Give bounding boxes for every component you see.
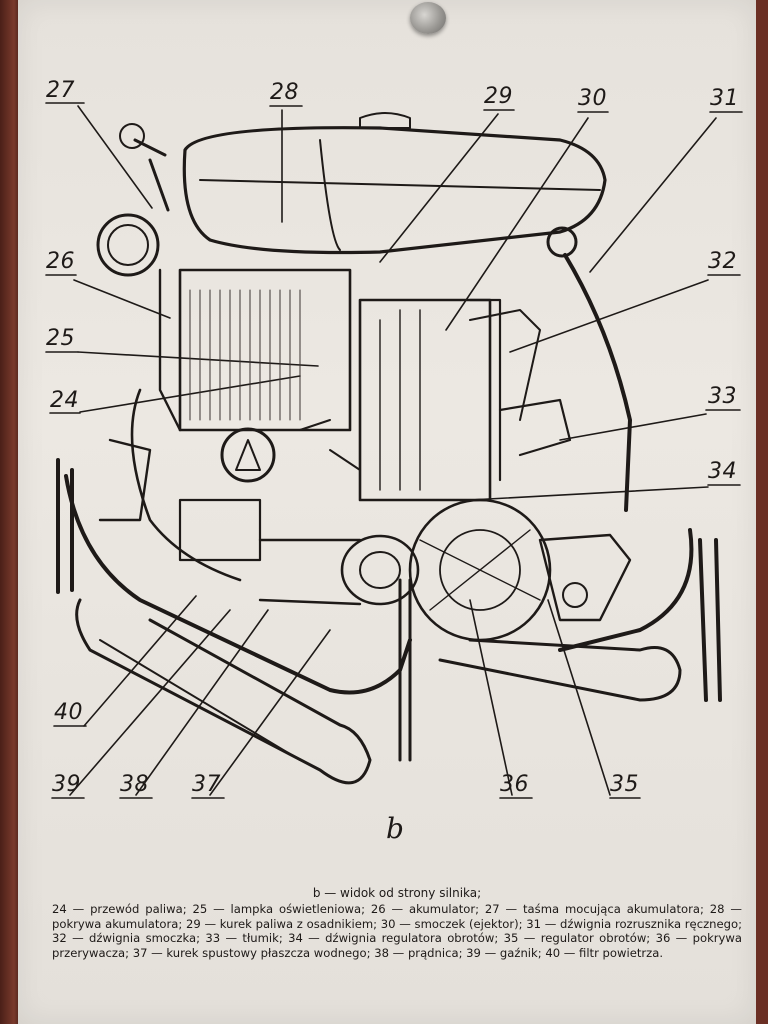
callout-25: 25 (46, 326, 75, 351)
callout-27: 27 (46, 78, 75, 103)
callout-32: 32 (708, 249, 737, 274)
callout-24: 24 (50, 388, 79, 413)
callout-38: 38 (120, 772, 149, 797)
figure-caption: b — widok od strony silnika; 24 — przewó… (52, 886, 742, 961)
callout-37: 37 (192, 772, 221, 797)
callout-39: 39 (52, 772, 81, 797)
caption-body: 24 — przewód paliwa; 25 — lampka oświetl… (52, 901, 742, 961)
callout-26: 26 (46, 249, 75, 274)
callout-40: 40 (54, 700, 83, 725)
callout-34: 34 (708, 459, 737, 484)
callout-31: 31 (710, 86, 739, 111)
callout-28: 28 (270, 80, 299, 105)
callout-33: 33 (708, 384, 737, 409)
pin-icon (410, 2, 446, 34)
callout-29: 29 (484, 84, 513, 109)
leader-lines (45, 102, 743, 799)
callout-35: 35 (610, 772, 639, 797)
callout-36: 36 (500, 772, 529, 797)
caption-title: b — widok od strony silnika; (312, 886, 482, 900)
callout-30: 30 (578, 86, 607, 111)
figure-label: b (386, 812, 404, 845)
